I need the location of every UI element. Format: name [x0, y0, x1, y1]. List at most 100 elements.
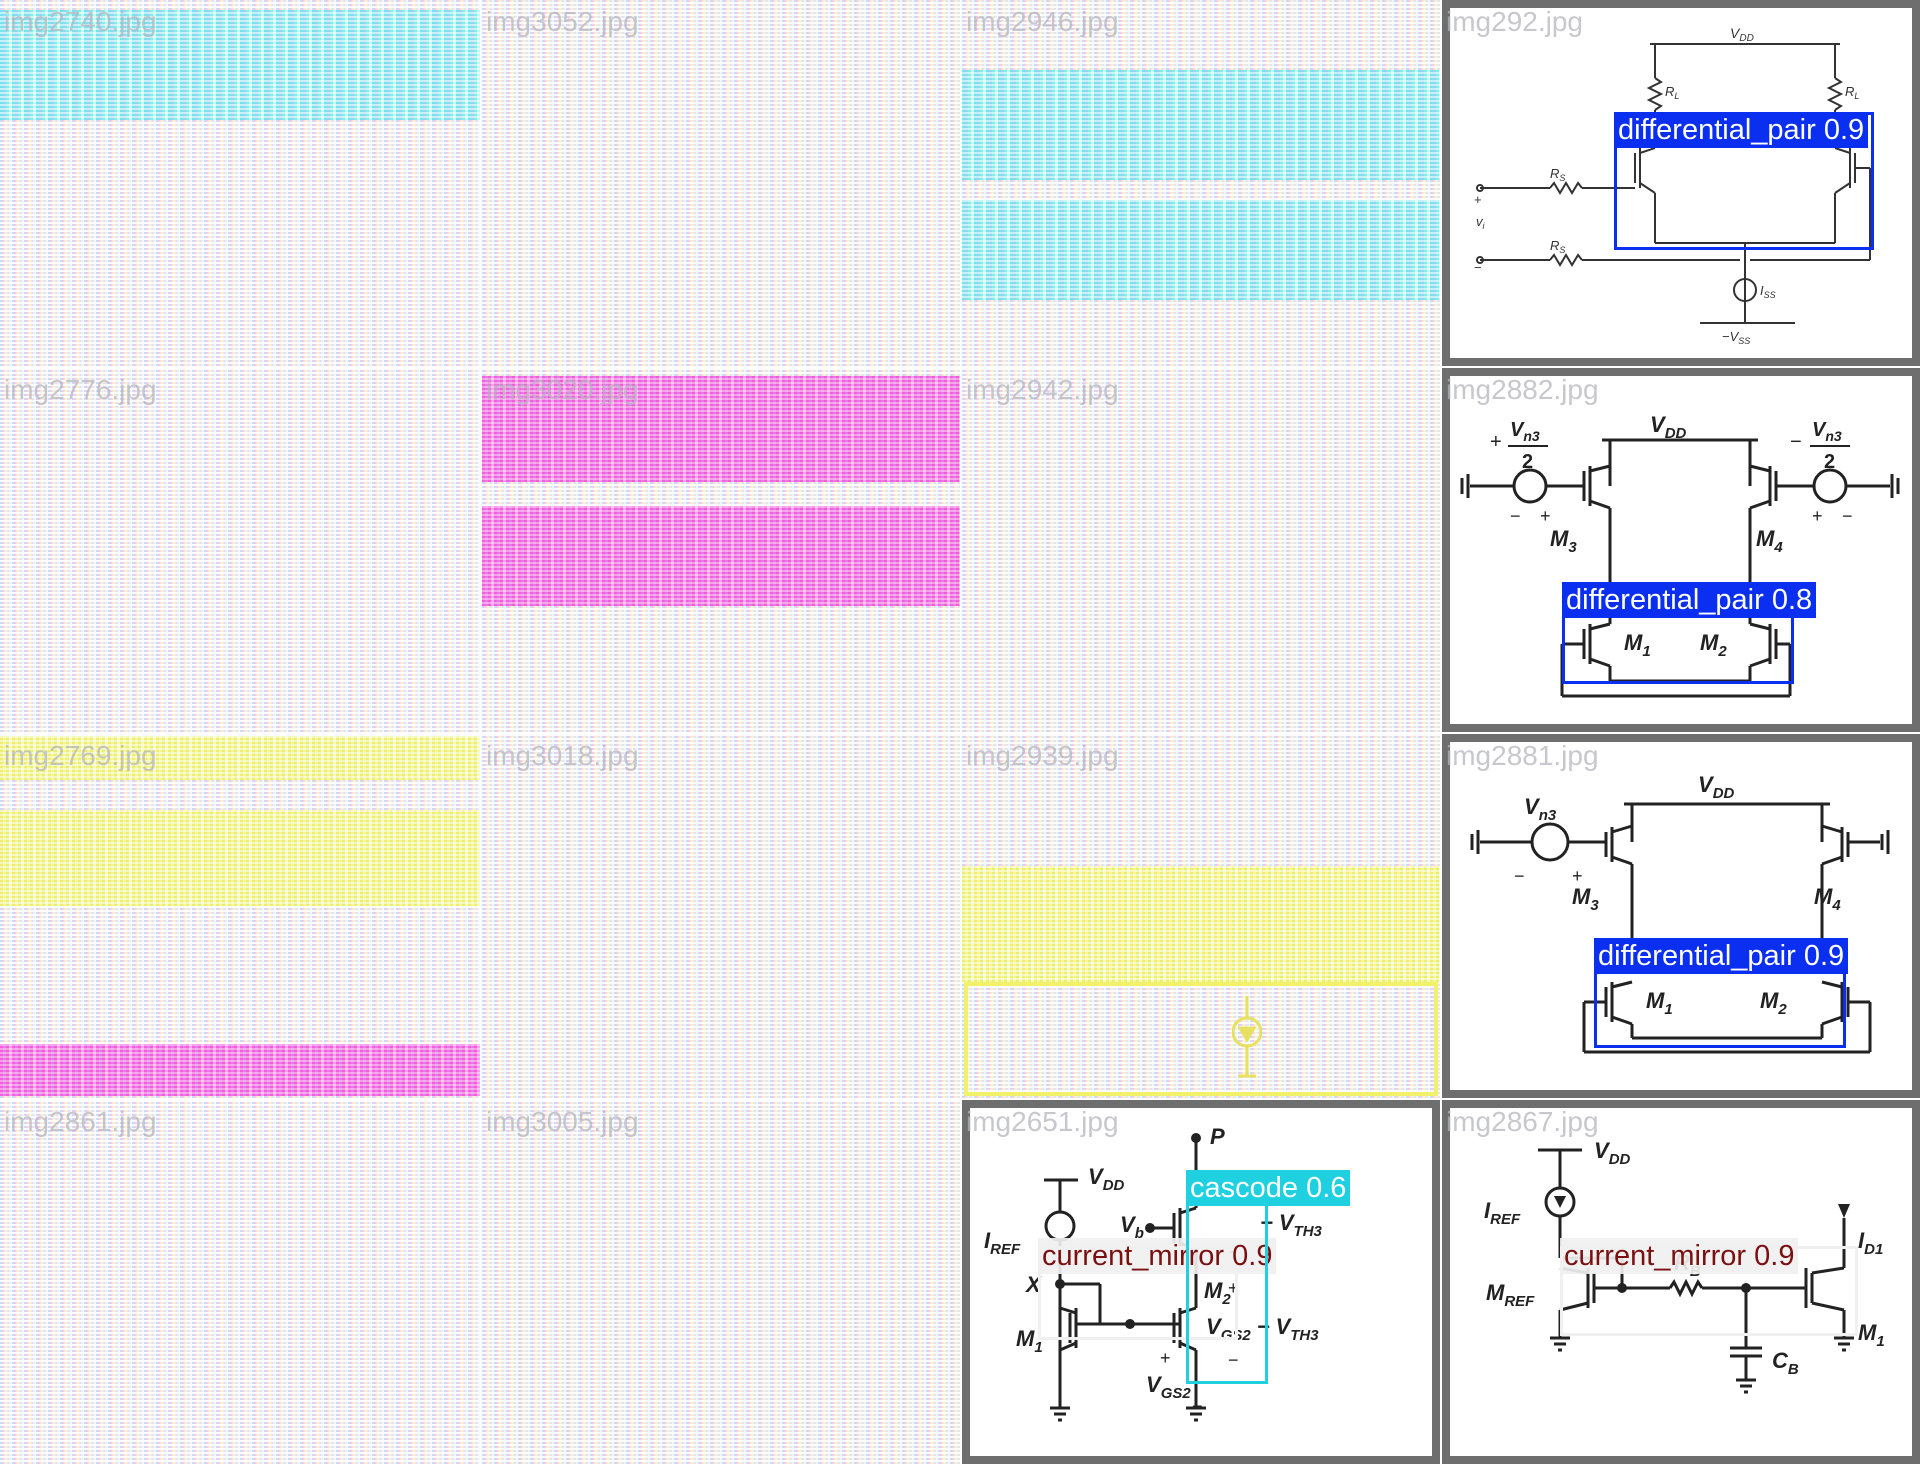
m1-sub: 1 [1034, 1339, 1042, 1356]
image-tile[interactable]: VDD RL RL RS RS ISS −VSS vi + − differen… [1442, 0, 1920, 366]
svg-text:RL: RL [1665, 84, 1679, 101]
plus-sign: + [1540, 506, 1551, 526]
vdd-label: V [1594, 1138, 1611, 1163]
vdd-sub: DD [1609, 1151, 1631, 1168]
vgs2-label: V [1146, 1372, 1163, 1397]
image-tile[interactable]: img2769.jpg [0, 734, 480, 1098]
tile-filename: img3020.jpg [486, 374, 639, 405]
svg-text:Vn3: Vn3 [1510, 419, 1540, 444]
image-tile[interactable]: img2776.jpg [0, 368, 480, 732]
m2-label: M [1700, 630, 1719, 655]
cb-label: C [1772, 1348, 1789, 1373]
plus-sign: + [1572, 866, 1583, 886]
detection-label: differential_pair 0.9 [1594, 938, 1849, 974]
vdd-label: V [1650, 412, 1667, 437]
svg-text:RS: RS [1550, 166, 1565, 183]
plus-sign: + [1228, 1278, 1239, 1298]
mref-label: M [1486, 1280, 1505, 1305]
plus-sign: + [1812, 506, 1823, 526]
iref-sub: REF [990, 1241, 1021, 1258]
mref-sub: REF [1504, 1293, 1535, 1310]
image-tile[interactable]: img3020.jpg [482, 368, 960, 732]
m4-label: M [1814, 884, 1833, 909]
vi-sub: i [1483, 221, 1486, 231]
m1-label: M [1016, 1326, 1035, 1351]
detection-label: differential_pair 0.9 [1614, 112, 1869, 148]
svg-text:vi: vi [1476, 214, 1486, 231]
rl-right-label: R [1845, 84, 1854, 99]
svg-text:IREF: IREF [1484, 1198, 1521, 1228]
vgs2-sub: GS2 [1161, 1385, 1192, 1402]
image-tile[interactable]: img2939.jpg [962, 734, 1440, 1098]
m3-sub: 3 [1590, 897, 1599, 914]
image-tile[interactable]: img2946.jpg [962, 0, 1440, 366]
svg-text:M3: M3 [1550, 526, 1577, 556]
svg-text:VDD: VDD [1730, 25, 1754, 44]
m3-label: M [1550, 526, 1569, 551]
svg-text:M2: M2 [1700, 630, 1727, 660]
image-tile[interactable]: img2740.jpg [0, 0, 480, 366]
vth3-sub: TH3 [1294, 1223, 1323, 1240]
minus-sign: − [1510, 506, 1521, 526]
svg-text:M1: M1 [1858, 1320, 1885, 1350]
rl-left-sub: L [1674, 91, 1679, 101]
fraction-denominator: 2 [1824, 451, 1835, 473]
tile-filename: img2740.jpg [4, 6, 157, 37]
m1-sub: 1 [1876, 1333, 1884, 1350]
m4-sub: 4 [1831, 897, 1841, 914]
m1-sub: 1 [1664, 1001, 1672, 1018]
vb-label: V [1120, 1212, 1137, 1237]
minus-sign: − [1474, 260, 1482, 275]
tile-filename: img2946.jpg [966, 6, 1119, 37]
image-tile[interactable]: VDD + Vn3 2 − Vn3 2 − + + − M3 M4 M1 M2 … [1442, 368, 1920, 732]
svg-text:M3: M3 [1572, 884, 1599, 914]
id1-label: I [1858, 1228, 1865, 1253]
image-tile[interactable]: VDD IREF MREF RB CB ID1 M1 current_mirro… [1442, 1100, 1920, 1464]
image-tile[interactable]: img3052.jpg [482, 0, 960, 366]
iss-label: I [1760, 283, 1764, 298]
svg-text:M2: M2 [1760, 988, 1787, 1018]
m2-label: M [1204, 1278, 1223, 1303]
vth3-sub: TH3 [1290, 1327, 1319, 1344]
image-tile[interactable]: img3005.jpg [482, 1100, 960, 1464]
m1-label: M [1646, 988, 1665, 1013]
rs-top-label: R [1550, 166, 1559, 181]
m3-label: M [1572, 884, 1591, 909]
vdd-sub: DD [1713, 785, 1735, 802]
svg-text:RS: RS [1550, 238, 1565, 255]
tile-filename: img2861.jpg [4, 1106, 157, 1137]
m2-sub: 2 [1717, 643, 1727, 660]
m2-sub: 2 [1777, 1001, 1787, 1018]
image-tile[interactable]: VDD Vn3 − + M3 M4 M1 M2 differential_pai… [1442, 734, 1920, 1098]
image-tile[interactable]: img2861.jpg [0, 1100, 480, 1464]
detection-label: current_mirror 0.9 [1560, 1238, 1799, 1274]
vdd-label: V [1698, 772, 1715, 797]
vi-label: v [1476, 214, 1484, 229]
image-tile[interactable]: P VDD IREF X M1 M2 Vb + VGS2 − + −VTH3 −… [962, 1100, 1440, 1464]
svg-text:VDD: VDD [1698, 772, 1735, 802]
vn3-sub: n3 [1539, 807, 1557, 824]
m3-sub: 3 [1568, 539, 1577, 556]
svg-text:CB: CB [1772, 1348, 1799, 1378]
tile-filename: img2651.jpg [966, 1106, 1119, 1137]
minus-sign: − [1228, 1350, 1239, 1370]
tile-filename: img2942.jpg [966, 374, 1119, 405]
svg-text:MREF: MREF [1486, 1280, 1535, 1310]
vth3-label: V [1276, 1314, 1293, 1339]
vdd-label: V [1088, 1164, 1105, 1189]
image-tile[interactable]: img3018.jpg [482, 734, 960, 1098]
tile-filename: img3052.jpg [486, 6, 639, 37]
tile-filename: img2939.jpg [966, 740, 1119, 771]
vn3-label: V [1510, 419, 1525, 441]
tile-filename: img2867.jpg [1446, 1106, 1599, 1137]
vgs2-label: V [1206, 1314, 1223, 1339]
plus-sign: + [1490, 431, 1502, 453]
svg-text:M4: M4 [1814, 884, 1841, 914]
svg-text:IREF: IREF [984, 1228, 1021, 1258]
minus-sign: − [1842, 506, 1853, 526]
vdd-sub: DD [1739, 33, 1753, 44]
image-tile[interactable]: img2942.jpg [962, 368, 1440, 732]
tile-filename: img2881.jpg [1446, 740, 1599, 771]
iref-label: I [984, 1228, 991, 1253]
